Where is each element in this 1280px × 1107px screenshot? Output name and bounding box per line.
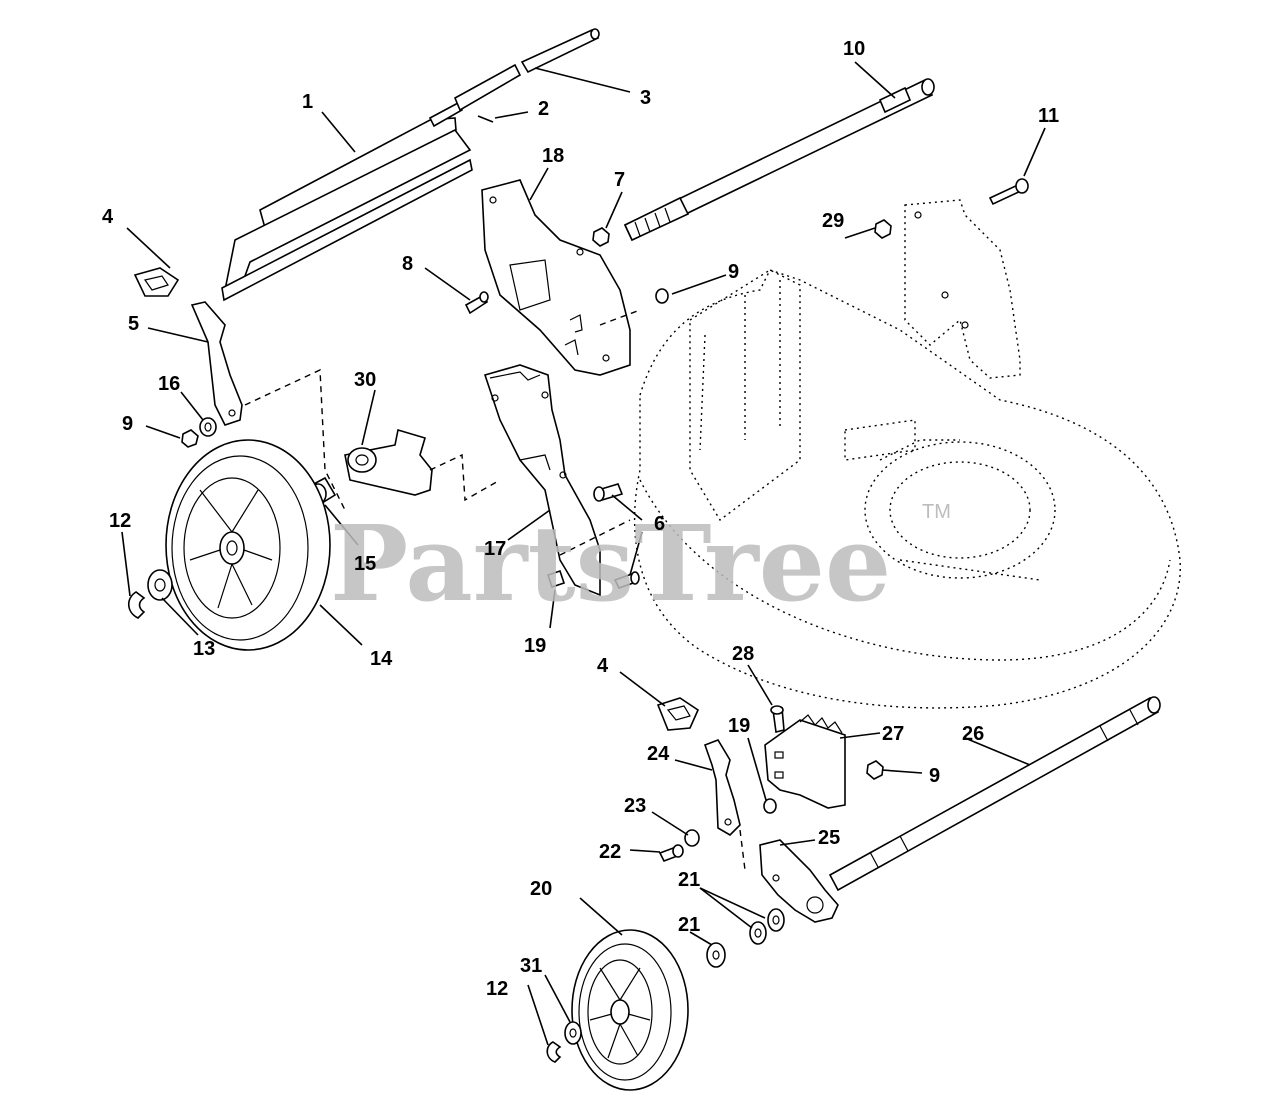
callout-11: 11 xyxy=(1038,105,1059,127)
bolt-28 xyxy=(770,705,785,733)
handle-bracket xyxy=(904,199,1021,379)
callout-8: 8 xyxy=(402,253,413,275)
callout-12-rear: 12 xyxy=(109,510,131,532)
main-axle-shaft xyxy=(623,78,935,242)
rear-wheel-14 xyxy=(165,439,331,651)
callout-29: 29 xyxy=(822,210,844,232)
callout-9-left: 9 xyxy=(122,413,133,435)
bolt-6 xyxy=(613,571,640,589)
callout-7: 7 xyxy=(614,169,625,191)
callout-15: 15 xyxy=(354,553,376,575)
callout-21-b: 21 xyxy=(678,914,700,936)
nut-9-left xyxy=(181,429,199,448)
wheel-bracket-30 xyxy=(344,428,433,496)
callout-16: 16 xyxy=(158,373,180,395)
e-clip-12-front xyxy=(546,1041,562,1063)
callout-30: 30 xyxy=(354,369,376,391)
callout-22: 22 xyxy=(599,841,621,863)
front-bracket-25 xyxy=(759,839,839,923)
washer-21-b xyxy=(749,921,767,945)
washer-31 xyxy=(564,1021,582,1045)
washer-9-upper xyxy=(655,288,669,304)
callout-10: 10 xyxy=(843,38,865,60)
callout-21-a: 21 xyxy=(678,869,700,891)
callout-3: 3 xyxy=(640,87,651,109)
assembly-lines xyxy=(244,309,746,871)
callout-24: 24 xyxy=(647,743,670,765)
callout-27: 27 xyxy=(882,723,904,745)
nut-9-front xyxy=(866,760,884,780)
lever-knob-front xyxy=(656,697,700,731)
callout-25: 25 xyxy=(818,827,840,849)
height-lever-front xyxy=(703,739,741,837)
mower-deck xyxy=(633,269,1181,709)
leader-lines xyxy=(121,61,1046,1046)
axle-rod-upper xyxy=(428,28,600,128)
front-wheel-20 xyxy=(571,929,689,1091)
pin-6 xyxy=(593,483,624,502)
washer-21-a xyxy=(767,908,785,932)
callout-19-left: 19 xyxy=(524,635,546,657)
callout-26: 26 xyxy=(962,723,984,745)
pivot-bracket-plate xyxy=(481,179,631,376)
lower-bracket xyxy=(483,364,601,597)
height-adjuster-plate-27 xyxy=(764,714,846,809)
bolt-11 xyxy=(988,178,1029,206)
callout-1: 1 xyxy=(302,91,313,113)
callout-13: 13 xyxy=(193,638,215,660)
callout-17: 17 xyxy=(484,538,506,560)
callout-20: 20 xyxy=(530,878,552,900)
e-clip-12-rear xyxy=(127,591,146,619)
bolt-22 xyxy=(658,844,684,863)
lever-knob-left xyxy=(133,267,180,297)
callout-31: 31 xyxy=(520,955,542,977)
watermark-trademark: TM xyxy=(922,501,951,523)
callout-4-rear: 4 xyxy=(102,206,114,228)
callout-18: 18 xyxy=(542,145,564,167)
callout-9-upper: 9 xyxy=(728,261,739,283)
washer-23 xyxy=(684,829,700,847)
height-adjuster-rail xyxy=(221,117,473,302)
front-axle-26 xyxy=(828,696,1161,892)
callout-19-front: 19 xyxy=(728,715,750,737)
stud-8 xyxy=(464,291,489,315)
callout-2: 2 xyxy=(538,98,549,120)
callout-12-front: 12 xyxy=(486,978,508,1000)
callout-9-front: 9 xyxy=(929,765,940,787)
nut-7 xyxy=(592,227,610,247)
washer-21-c xyxy=(706,942,726,968)
spacer-19-left xyxy=(546,569,566,589)
height-lever-left xyxy=(190,301,243,426)
washer-16 xyxy=(199,417,217,437)
nut-19-front xyxy=(763,798,777,814)
callout-5: 5 xyxy=(128,313,139,335)
watermark-text: PartsTree xyxy=(330,502,891,625)
callout-6: 6 xyxy=(654,513,665,535)
callout-labels: 1 2 3 4 5 6 7 8 9 9 9 10 11 12 12 13 14 … xyxy=(102,38,1059,1000)
washer-13 xyxy=(147,569,173,601)
nut-29 xyxy=(874,219,892,239)
callout-23: 23 xyxy=(624,795,646,817)
callout-14: 14 xyxy=(370,648,393,670)
callout-4-front: 4 xyxy=(597,655,609,677)
callout-28: 28 xyxy=(732,643,754,665)
